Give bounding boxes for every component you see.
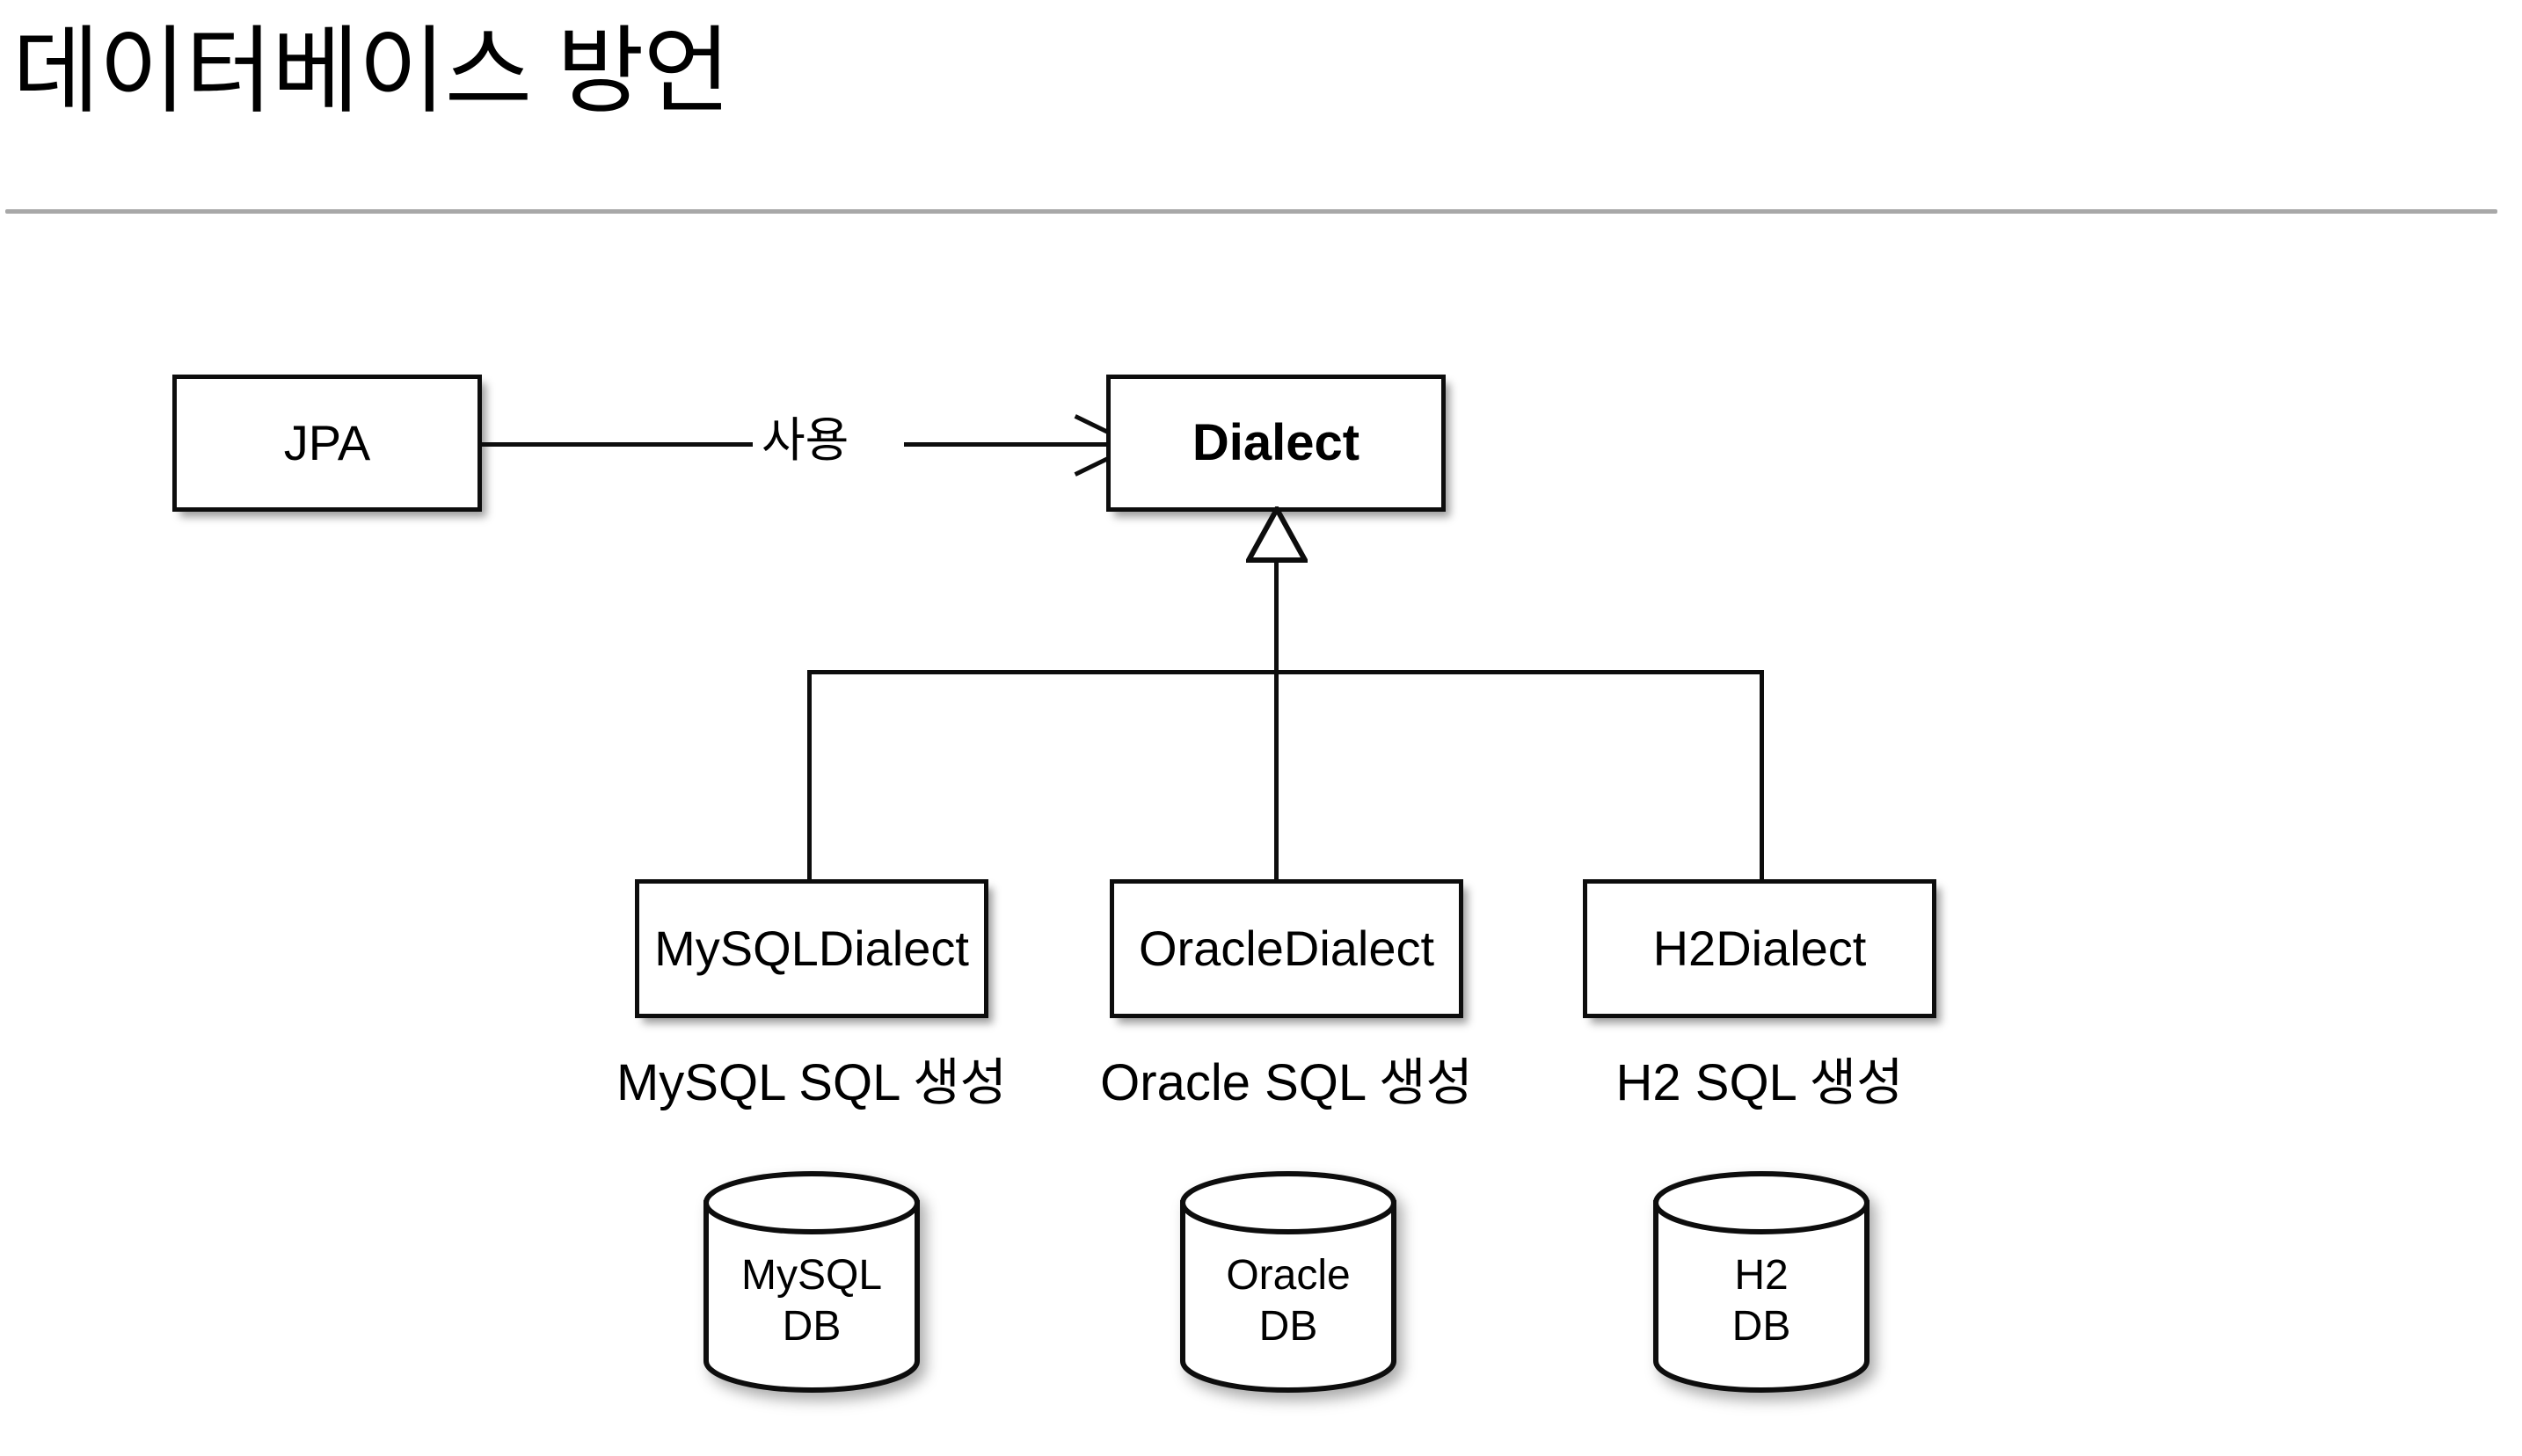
cylinder-shape-icon bbox=[1653, 1171, 1870, 1393]
use-edge-label: 사용 bbox=[753, 417, 858, 464]
node-dialect[interactable]: Dialect bbox=[1106, 375, 1446, 512]
use-edge-line-left bbox=[482, 442, 753, 447]
node-jpa-label: JPA bbox=[283, 415, 371, 470]
inheritance-drop-line-mysql bbox=[807, 670, 812, 881]
database-cylinder-mysql[interactable]: MySQL DB bbox=[700, 1171, 923, 1393]
database-cylinder-h2[interactable]: H2 DB bbox=[1650, 1171, 1873, 1393]
node-mysqldialect-label: MySQLDialect bbox=[654, 921, 969, 976]
cylinder-shape-icon bbox=[1180, 1171, 1396, 1393]
database-cylinder-oracle[interactable]: Oracle DB bbox=[1177, 1171, 1400, 1393]
cylinder-shape-icon bbox=[703, 1171, 920, 1393]
node-dialect-label: Dialect bbox=[1192, 414, 1360, 471]
page-title: 데이터베이스 방언 bbox=[12, 18, 731, 124]
use-edge-line-right bbox=[904, 442, 1108, 447]
inheritance-bus-line bbox=[807, 670, 1764, 674]
node-jpa[interactable]: JPA bbox=[172, 375, 482, 512]
inheritance-triangle-icon bbox=[1246, 506, 1308, 563]
node-oracledialect-label: OracleDialect bbox=[1138, 921, 1435, 976]
caption-mysql: MySQL SQL 생성 bbox=[616, 1054, 1008, 1111]
title-divider bbox=[5, 209, 2497, 214]
node-h2dialect[interactable]: H2Dialect bbox=[1583, 879, 1936, 1018]
caption-oracle: Oracle SQL 생성 bbox=[1100, 1054, 1473, 1111]
caption-h2: H2 SQL 생성 bbox=[1615, 1054, 1904, 1111]
node-mysqldialect[interactable]: MySQLDialect bbox=[635, 879, 988, 1018]
node-h2dialect-label: H2Dialect bbox=[1652, 921, 1867, 976]
node-oracledialect[interactable]: OracleDialect bbox=[1110, 879, 1463, 1018]
inheritance-drop-line-oracle bbox=[1274, 670, 1279, 881]
inheritance-trunk-line bbox=[1274, 557, 1279, 672]
inheritance-drop-line-h2 bbox=[1760, 670, 1764, 881]
